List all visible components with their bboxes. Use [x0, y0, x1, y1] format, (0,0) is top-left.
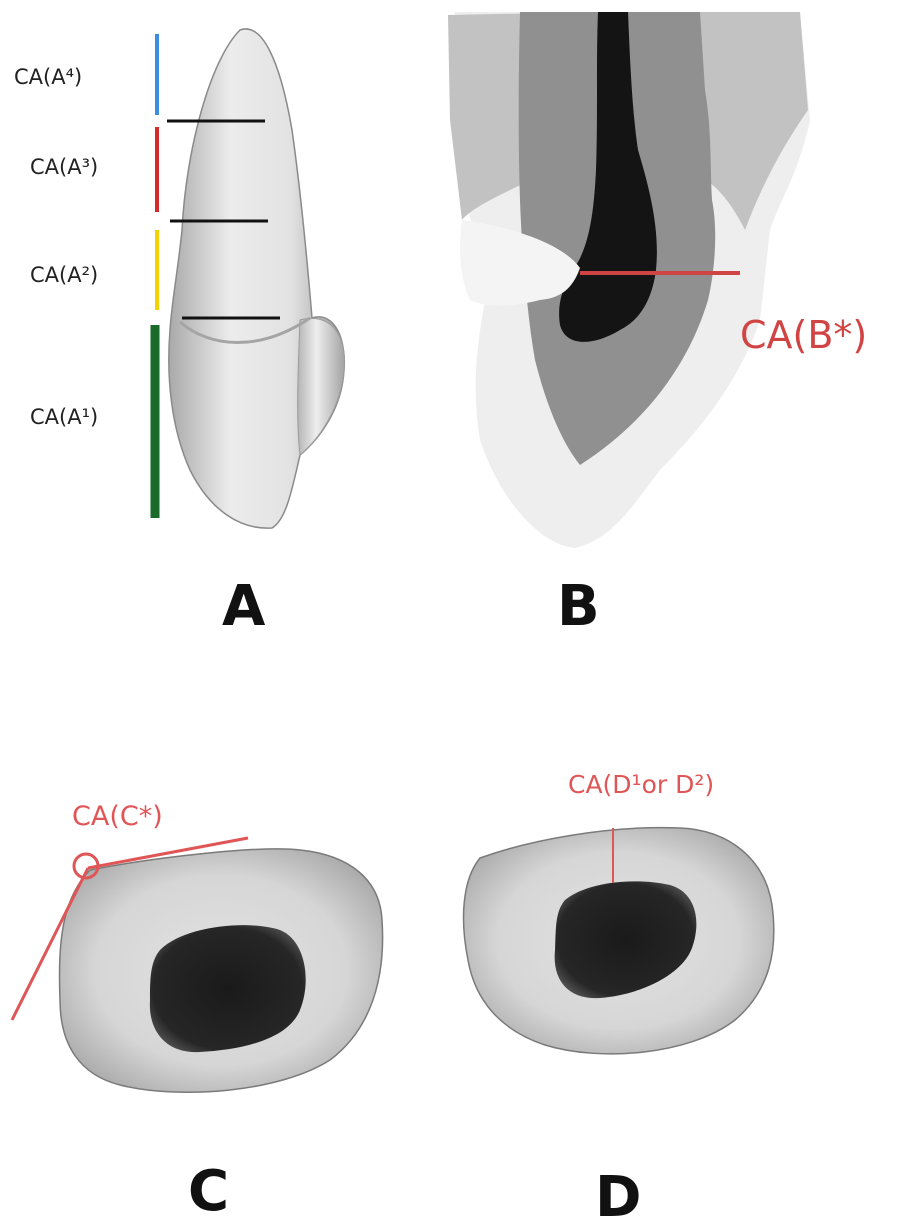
panel-letter-d: D: [595, 1165, 641, 1226]
panel-letter-a: A: [222, 574, 266, 639]
measure-label-c: CA(C*): [72, 801, 163, 832]
zone-label-a4: CA(A⁴): [14, 65, 82, 89]
measure-label-b: CA(B*): [740, 313, 867, 357]
tooth-side-view: [169, 29, 344, 528]
zone-label-a3: CA(A³): [30, 155, 98, 179]
panel-b: CA(B*) B: [448, 12, 867, 639]
zone-label-a2: CA(A²): [30, 263, 98, 287]
measure-label-d: CA(D¹or D²): [568, 770, 714, 799]
zone-label-a1: CA(A¹): [30, 405, 98, 429]
panel-d: CA(D¹or D²) D: [464, 770, 774, 1226]
cingulum-bulge: [298, 318, 345, 455]
panel-a: CA(A⁴) CA(A³) CA(A²) CA(A¹) A: [14, 29, 345, 639]
panel-letter-c: C: [188, 1159, 229, 1224]
panel-c: CA(C*) C: [12, 801, 383, 1224]
panel-letter-b: B: [557, 574, 600, 639]
